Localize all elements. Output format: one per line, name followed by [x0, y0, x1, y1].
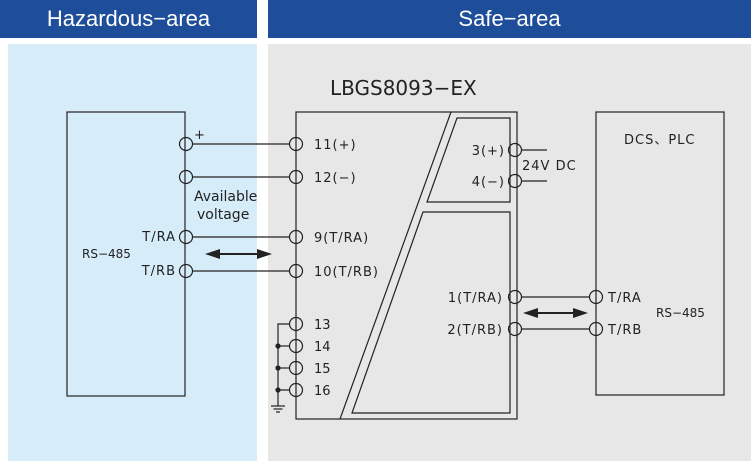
plc-protocol-label: RS−485	[656, 306, 705, 320]
field-device-box	[66, 111, 186, 397]
terminal-10	[288, 263, 304, 279]
safe-area-header: Safe−area	[268, 0, 751, 38]
plc-ta-label: T/RA	[607, 291, 642, 306]
dcs-plc-title: DCS、PLC	[624, 133, 696, 148]
barrier-box	[295, 111, 518, 420]
plc-tb-label: T/RB	[607, 323, 642, 338]
terminal-14	[288, 338, 304, 354]
hazardous-area-title: Hazardous−area	[46, 6, 211, 31]
field-plus-sign: +	[194, 128, 205, 143]
available-voltage-label-2: voltage	[197, 207, 249, 223]
terminal-13	[288, 316, 304, 332]
terminal-16-label: 16	[314, 384, 331, 399]
terminal-14-label: 14	[314, 340, 331, 355]
field-tb-label: T/RB	[141, 264, 176, 279]
terminal-2-label: 2(T/RB)	[447, 323, 503, 338]
terminal-12	[288, 169, 304, 185]
safe-area-title: Safe−area	[458, 6, 561, 31]
terminal-11	[288, 136, 304, 152]
hazardous-area-header: Hazardous−area	[0, 0, 257, 38]
ground-icon	[271, 405, 285, 413]
double-arrow-icon	[523, 308, 588, 318]
double-arrow-icon	[205, 249, 272, 259]
terminal-1-label: 1(T/RA)	[448, 291, 503, 306]
terminal-3	[507, 142, 523, 158]
terminal-12-label: 12(−)	[314, 171, 357, 186]
terminal-9-label: 9(T/RA)	[314, 231, 369, 246]
terminal-10-label: 10(T/RB)	[314, 265, 379, 280]
dcs-plc-box	[595, 111, 725, 396]
plc-terminal-ta	[588, 289, 604, 305]
field-terminal-ta	[178, 229, 194, 245]
plc-terminal-tb	[588, 321, 604, 337]
field-terminal-minus	[178, 169, 194, 185]
power-section	[426, 117, 511, 203]
terminal-1	[507, 289, 523, 305]
terminal-4	[507, 173, 523, 189]
field-terminal-tb	[178, 263, 194, 279]
terminal-2	[507, 321, 523, 337]
terminal-11-label: 11(+)	[314, 138, 357, 153]
terminal-13-label: 13	[314, 318, 331, 333]
terminal-15-label: 15	[314, 362, 331, 377]
terminal-16	[288, 382, 304, 398]
power-supply-label: 24V DC	[522, 159, 577, 174]
field-terminal-plus	[178, 136, 194, 152]
terminal-4-label: 4(−)	[472, 175, 505, 190]
field-ta-label: T/RA	[141, 230, 176, 245]
terminal-3-label: 3(+)	[472, 144, 505, 159]
barrier-model: LBGS8093−EX	[330, 76, 477, 100]
comm-section	[351, 211, 511, 414]
terminal-15	[288, 360, 304, 376]
field-protocol-label: RS−485	[82, 247, 131, 261]
available-voltage-label-1: Available	[194, 189, 257, 205]
terminal-9	[288, 229, 304, 245]
